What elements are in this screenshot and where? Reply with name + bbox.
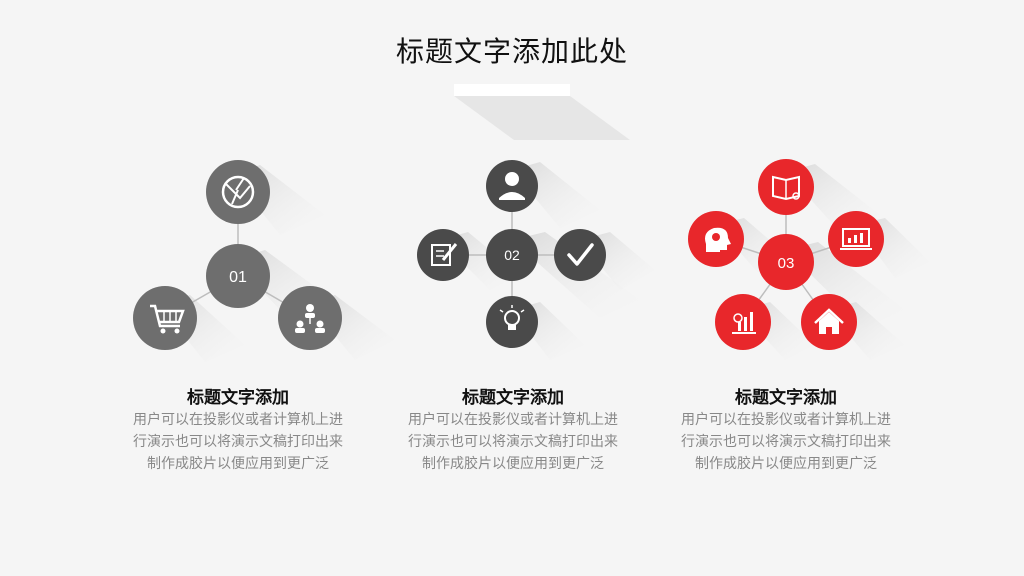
slide-title: 标题文字添加此处 bbox=[395, 35, 628, 68]
edit-icon bbox=[417, 229, 469, 281]
group-1-body: 用户可以在投影仪或者计算机上进 行演示也可以将演示文稿打印出来 制作成胶片以便应… bbox=[108, 409, 368, 475]
lightbulb-icon bbox=[486, 296, 538, 348]
group-3-diagram: 03 bbox=[688, 159, 930, 360]
node-number-03: 03 bbox=[778, 255, 795, 272]
group-1-diagram: 01 bbox=[133, 160, 395, 362]
group-1-heading: 标题文字添加 bbox=[187, 388, 289, 408]
group-3-body-line-2: 行演示也可以将演示文稿打印出来 bbox=[681, 434, 891, 450]
node-number-01: 01 bbox=[229, 269, 247, 286]
group-2-heading: 标题文字添加 bbox=[462, 388, 564, 408]
node-02: 02 bbox=[486, 229, 538, 281]
checkmark-icon bbox=[554, 229, 606, 281]
group-2-body-line-1: 用户可以在投影仪或者计算机上进 bbox=[408, 412, 618, 428]
home-icon bbox=[801, 294, 857, 350]
shopping-cart-icon bbox=[133, 286, 197, 350]
title-underline-bar bbox=[454, 84, 570, 96]
diagram-canvas: 01 bbox=[133, 159, 930, 362]
group-1-body-line-3: 制作成胶片以便应用到更广泛 bbox=[147, 456, 329, 472]
group-2-diagram: 02 bbox=[417, 160, 655, 360]
node-03: 03 bbox=[758, 234, 814, 290]
group-3-body: 用户可以在投影仪或者计算机上进 行演示也可以将演示文稿打印出来 制作成胶片以便应… bbox=[656, 409, 916, 475]
node-01: 01 bbox=[206, 244, 270, 308]
user-icon bbox=[486, 160, 538, 212]
group-2-body-line-3: 制作成胶片以便应用到更广泛 bbox=[422, 456, 604, 472]
head-brain-icon bbox=[688, 211, 744, 267]
title-bar-shadow bbox=[454, 96, 630, 140]
people-network-icon bbox=[278, 286, 342, 350]
group-1-body-line-1: 用户可以在投影仪或者计算机上进 bbox=[133, 412, 343, 428]
globe-icon bbox=[206, 160, 270, 224]
node-number-02: 02 bbox=[504, 247, 520, 263]
group-1-body-line-2: 行演示也可以将演示文稿打印出来 bbox=[133, 434, 343, 450]
group-3-body-line-1: 用户可以在投影仪或者计算机上进 bbox=[681, 412, 891, 428]
group-3-body-line-3: 制作成胶片以便应用到更广泛 bbox=[695, 456, 877, 472]
group-2-body-line-2: 行演示也可以将演示文稿打印出来 bbox=[408, 434, 618, 450]
group-2-body: 用户可以在投影仪或者计算机上进 行演示也可以将演示文稿打印出来 制作成胶片以便应… bbox=[383, 409, 643, 475]
monitor-chart-icon bbox=[828, 211, 884, 267]
group-3-heading: 标题文字添加 bbox=[735, 388, 837, 408]
book-search-icon bbox=[758, 159, 814, 215]
growth-chart-icon bbox=[715, 294, 771, 350]
